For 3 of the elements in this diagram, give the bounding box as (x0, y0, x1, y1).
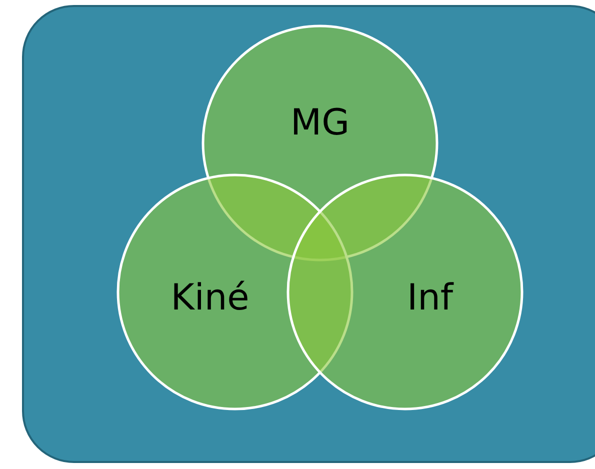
set-label: MG (290, 102, 350, 144)
set-label: Inf (406, 278, 454, 318)
set-label: Kiné (170, 278, 250, 318)
